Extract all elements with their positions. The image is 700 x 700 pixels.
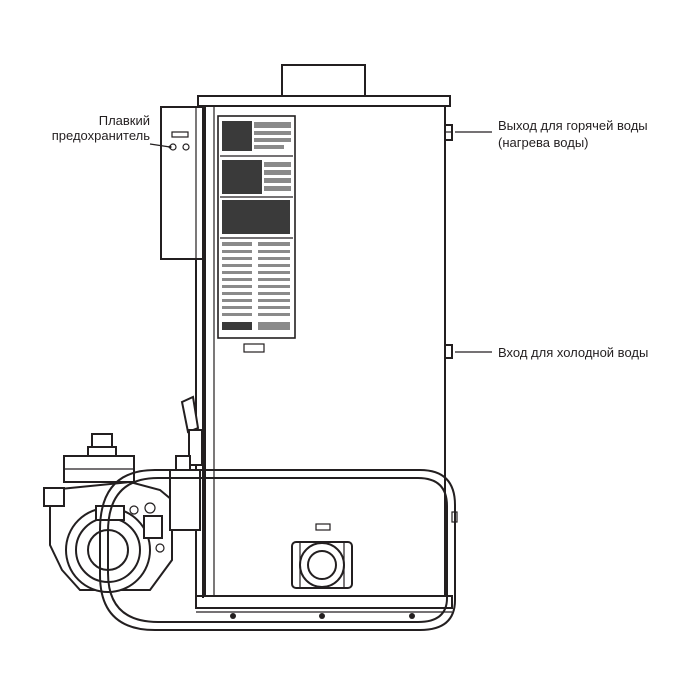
burner-assembly xyxy=(43,433,201,593)
warning-label-panel xyxy=(217,115,296,353)
inspection-port xyxy=(291,523,353,589)
fuse-label-line-1: Плавкий xyxy=(99,113,150,128)
protective-frame xyxy=(99,469,456,631)
foot-3 xyxy=(409,613,415,619)
hot-water-outlet-label-line-1: Выход для горячей воды xyxy=(498,118,648,133)
control-box xyxy=(160,106,204,598)
foot-2 xyxy=(319,613,325,619)
hot-water-outlet-fitting xyxy=(444,124,453,141)
leader-fuse xyxy=(149,143,172,149)
cold-water-inlet-label: Вход для холодной воды xyxy=(498,345,648,360)
control-box-housing xyxy=(160,106,204,260)
fuse-label-line-2: предохранитель xyxy=(52,128,150,143)
top-vent-box xyxy=(281,64,366,98)
tank-base xyxy=(195,595,453,609)
foot-1 xyxy=(230,613,236,619)
port-tag xyxy=(315,523,331,531)
serial-plate xyxy=(243,343,265,353)
cold-water-inlet-fitting xyxy=(444,344,453,359)
control-box-tag xyxy=(171,131,189,138)
control-knob xyxy=(182,143,190,151)
top-flange xyxy=(197,95,451,107)
hot-water-outlet-label-line-2: (нагрева воды) xyxy=(498,135,589,150)
relief-valve xyxy=(180,395,203,466)
